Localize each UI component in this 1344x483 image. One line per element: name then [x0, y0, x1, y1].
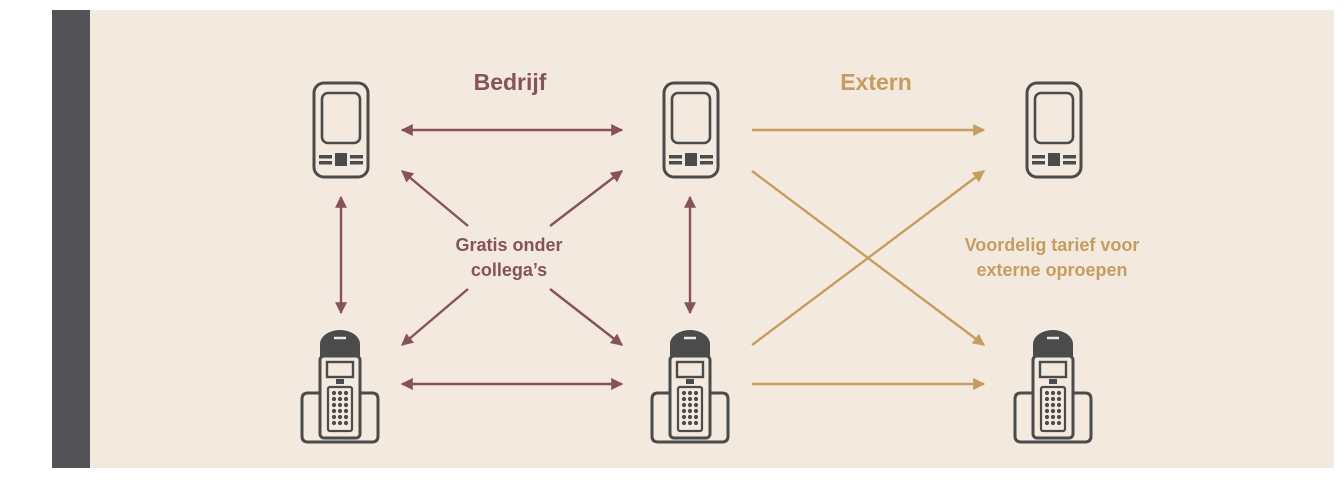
arrow-to-mobile1: [401, 170, 469, 227]
internal-note-line-1: Gratis onder: [455, 235, 562, 255]
external-note-line-1: Voordelig tarief voor: [965, 235, 1140, 255]
external-heading: Extern: [840, 69, 912, 95]
arrow-ext-cordless2-mobile3: [751, 170, 985, 346]
internal-note-line-2: collega’s: [471, 260, 547, 280]
side-accent-bar: [52, 10, 90, 468]
arrow-to-cordless2: [549, 288, 623, 346]
arrow-to-cordless1: [401, 288, 469, 346]
arrow-to-mobile2: [549, 170, 623, 227]
internal-heading: Bedrijf: [474, 69, 547, 95]
diagram-background: [90, 10, 1334, 468]
external-note-line-2: externe oproepen: [976, 260, 1127, 280]
